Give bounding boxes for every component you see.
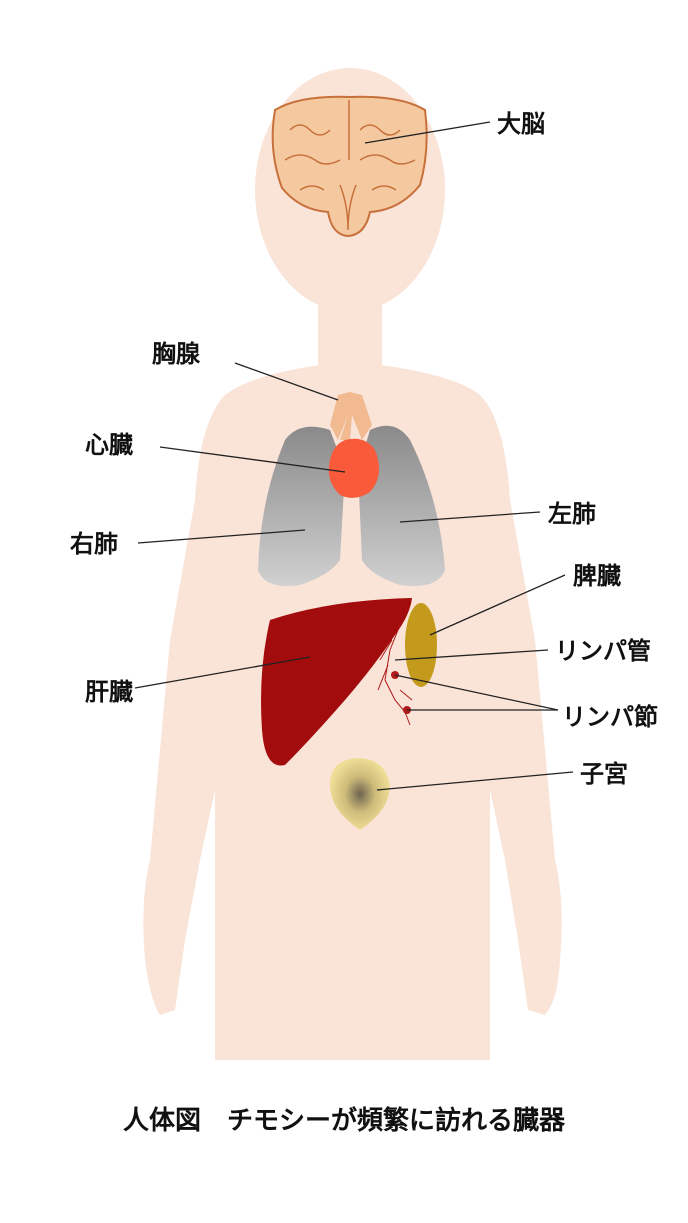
label-thymus: 胸腺 [152, 340, 201, 368]
label-uterus: 子宮 [580, 760, 628, 788]
uterus [330, 758, 390, 830]
leader-lines [134, 121, 574, 791]
label-right-lung: 右肺 [70, 530, 118, 558]
label-lymph-node: リンパ節 [562, 703, 658, 731]
label-left-lung: 左肺 [548, 500, 596, 528]
liver [261, 598, 412, 766]
spleen [405, 603, 437, 687]
lymph-vessels [377, 624, 413, 726]
heart [328, 438, 379, 498]
label-liver: 肝臓 [85, 678, 133, 706]
left-lung [358, 425, 445, 586]
label-spleen: 脾臓 [573, 562, 621, 590]
thymus [330, 392, 372, 440]
label-cerebrum: 大脳 [497, 110, 545, 138]
right-lung [258, 426, 345, 586]
caption: 人体図 チモシーが頻繁に訪れる臓器 [122, 1106, 565, 1136]
label-heart: 心臓 [85, 431, 133, 459]
label-lymph-vessel: リンパ管 [555, 637, 651, 665]
brain [271, 95, 428, 238]
